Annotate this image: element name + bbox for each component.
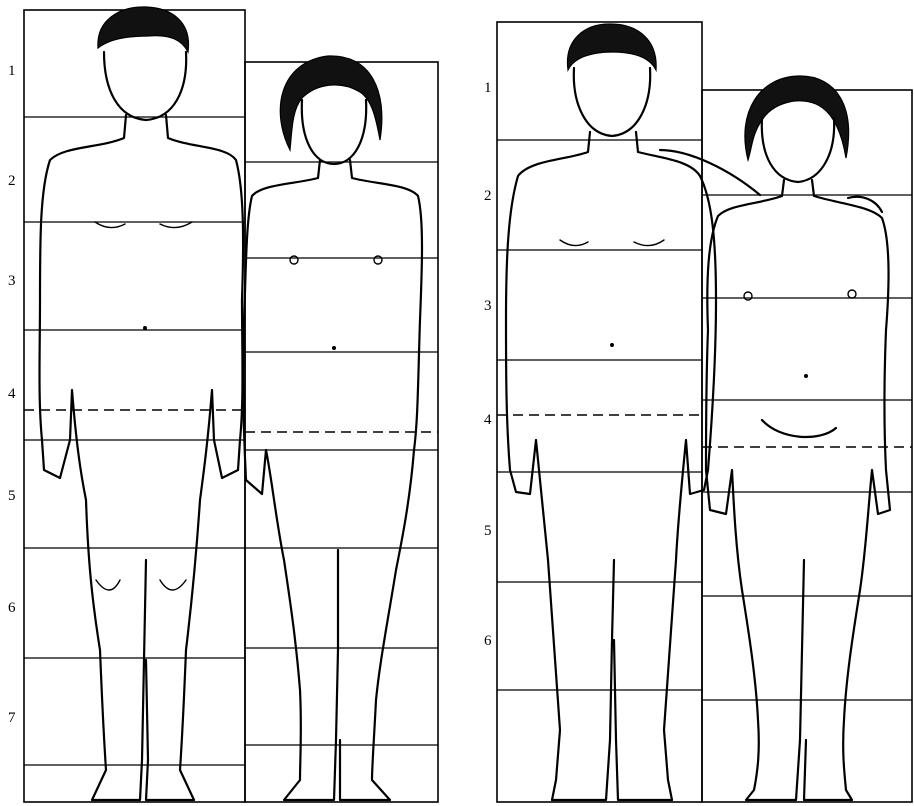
male2-grid-frame — [497, 22, 702, 802]
female2-head — [762, 118, 834, 182]
male2-hair — [567, 24, 656, 70]
unit-label-2: 2 — [484, 188, 492, 204]
unit-label-5: 5 — [8, 488, 16, 504]
right-panel: 1 2 3 4 5 6 — [484, 22, 912, 802]
female-head — [302, 100, 366, 164]
male2-left-contour — [506, 132, 614, 800]
male2-head — [574, 68, 650, 136]
male2-arm-over-shoulder — [660, 150, 760, 195]
male2-right-contour — [614, 132, 716, 800]
unit-label-4: 4 — [8, 386, 16, 402]
male-grid-lines — [24, 117, 245, 765]
female2-chest-left — [744, 292, 752, 300]
unit-label-5: 5 — [484, 523, 492, 539]
unit-label-3: 3 — [484, 298, 492, 314]
female-left-contour — [243, 160, 338, 800]
male2-navel — [610, 343, 614, 347]
female2-grid-frame — [702, 90, 912, 802]
left-panel: 1 2 3 4 5 6 7 — [8, 7, 438, 802]
unit-label-7: 7 — [8, 710, 16, 726]
female-figure-right — [706, 76, 890, 800]
male-left-contour — [40, 115, 147, 800]
unit-label-3: 3 — [8, 273, 16, 289]
female-figure-left — [243, 56, 422, 800]
male-chest — [95, 222, 192, 228]
unit-label-1: 1 — [484, 80, 492, 96]
unit-label-2: 2 — [8, 173, 16, 189]
unit-label-1: 1 — [8, 63, 16, 79]
male-head — [104, 52, 186, 120]
female2-abdomen-curve — [762, 420, 836, 437]
male-hair — [98, 7, 189, 52]
female-right-contour — [340, 160, 422, 800]
female2-right-contour — [804, 180, 890, 800]
female-navel — [332, 346, 336, 350]
left-unit-labels: 1 2 3 4 5 6 7 — [8, 63, 16, 726]
male-right-contour — [146, 115, 243, 800]
male-knees — [96, 580, 186, 590]
male-figure-left — [40, 7, 244, 800]
unit-label-4: 4 — [484, 412, 492, 428]
unit-label-6: 6 — [8, 600, 16, 616]
female2-left-contour — [706, 180, 804, 800]
female2-navel — [804, 374, 808, 378]
male2-chest — [560, 240, 664, 246]
female-chest-right — [374, 256, 382, 264]
right-unit-labels: 1 2 3 4 5 6 — [484, 80, 492, 649]
female-grid-lines — [245, 162, 438, 745]
female2-chest-right — [848, 290, 856, 298]
unit-label-6: 6 — [484, 633, 492, 649]
male-navel — [143, 326, 147, 330]
female-chest-left — [290, 256, 298, 264]
